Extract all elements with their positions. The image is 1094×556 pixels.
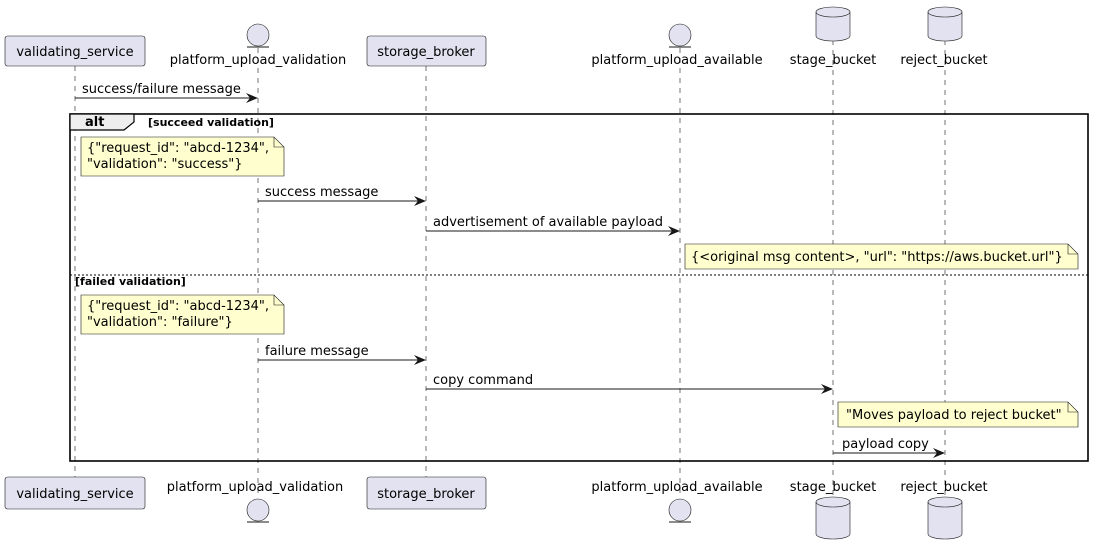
- participant-storage-broker-top: storage_broker: [366, 35, 487, 67]
- database-icon: [927, 496, 963, 540]
- message-label: advertisement of available payload: [433, 215, 663, 230]
- entity-icon: [668, 498, 692, 522]
- participant-stage-bucket-bottom: stage_bucket: [790, 480, 876, 540]
- database-icon: [927, 6, 963, 42]
- note-url: {<original msg content>, "url": "https:/…: [684, 243, 1079, 270]
- participant-reject-bucket-top: reject_bucket: [900, 6, 988, 68]
- participant-reject-bucket-bottom: reject_bucket: [900, 480, 988, 540]
- participant-label: platform_upload_validation: [167, 480, 344, 495]
- participant-label: platform_upload_available: [591, 53, 762, 68]
- message-label: success message: [265, 185, 378, 200]
- entity-icon: [246, 498, 270, 522]
- message-copy-command: copy command: [426, 373, 833, 394]
- participant-label: reject_bucket: [900, 53, 987, 68]
- entity-icon: [246, 23, 270, 47]
- message-label: payload copy: [842, 437, 929, 452]
- alt-keyword: alt: [85, 115, 104, 130]
- note-line: "Moves payload to reject bucket": [846, 408, 1062, 423]
- message-failure: failure message: [258, 344, 426, 365]
- message-label: success/failure message: [82, 82, 241, 97]
- note-line: {"request_id": "abcd-1234",: [87, 299, 269, 314]
- message-label: copy command: [433, 373, 533, 388]
- participant-label: storage_broker: [377, 487, 475, 502]
- note-validation-success: {"request_id": "abcd-1234", "validation"…: [80, 136, 285, 177]
- note-reject-bucket: "Moves payload to reject bucket": [837, 401, 1079, 428]
- alt-guard-success: [succeed validation]: [148, 116, 274, 129]
- entity-icon: [668, 23, 692, 47]
- participant-stage-bucket-top: stage_bucket: [790, 6, 876, 68]
- participant-storage-broker-bottom: storage_broker: [366, 476, 487, 510]
- note-line: "validation": "failure"}: [87, 315, 233, 330]
- participant-label: storage_broker: [377, 45, 475, 60]
- participant-label: validating_service: [16, 45, 133, 60]
- participant-label: reject_bucket: [900, 480, 987, 495]
- message-label: failure message: [265, 344, 369, 359]
- participant-validating-service-top: validating_service: [4, 35, 146, 67]
- message-advertisement: advertisement of available payload: [426, 215, 680, 236]
- alt-guard-failure: [failed validation]: [75, 275, 186, 288]
- participant-platform-upload-validation-bottom: platform_upload_validation: [167, 480, 344, 523]
- note-validation-failure: {"request_id": "abcd-1234", "validation"…: [80, 294, 285, 335]
- database-icon: [815, 6, 851, 42]
- note-line: {<original msg content>, "url": "https:/…: [691, 250, 1063, 265]
- participant-validating-service-bottom: validating_service: [4, 476, 146, 510]
- note-line: {"request_id": "abcd-1234",: [87, 141, 269, 156]
- alt-frame: alt [succeed validation] [failed validat…: [69, 113, 1089, 462]
- participant-label: validating_service: [16, 487, 133, 502]
- participant-label: stage_bucket: [790, 53, 876, 68]
- message-success: success message: [258, 185, 426, 206]
- participant-platform-upload-validation-top: platform_upload_validation: [170, 23, 347, 68]
- note-line: "validation": "success"}: [87, 157, 243, 172]
- message-payload-copy: payload copy: [833, 437, 945, 458]
- participant-platform-upload-available-top: platform_upload_available: [591, 23, 763, 68]
- participant-label: platform_upload_available: [591, 480, 762, 495]
- participant-platform-upload-available-bottom: platform_upload_available: [591, 480, 763, 523]
- message-success-failure: success/failure message: [75, 82, 258, 103]
- participant-label: stage_bucket: [790, 480, 876, 495]
- database-icon: [815, 496, 851, 540]
- participant-label: platform_upload_validation: [170, 53, 347, 68]
